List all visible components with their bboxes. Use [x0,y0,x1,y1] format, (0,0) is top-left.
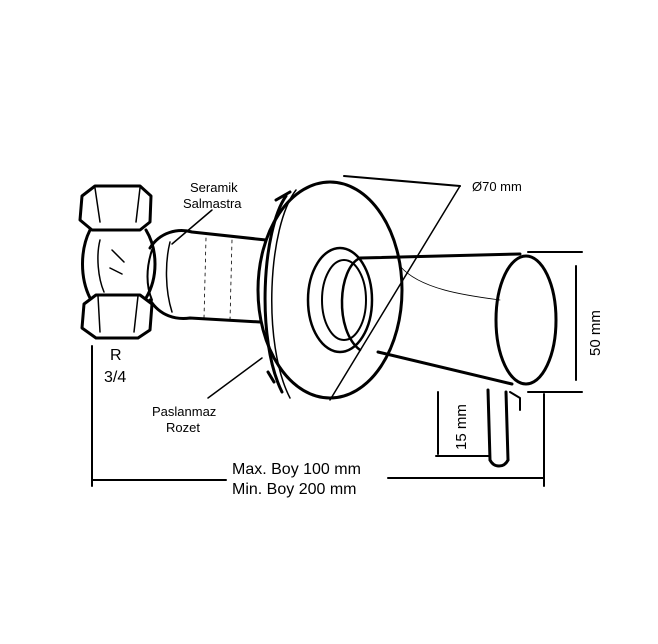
handle-body [340,252,558,386]
thread-label-line2: 3/4 [104,369,126,386]
max-length-label: Max. Boy 100 mm [232,461,361,478]
lever-label: 15 mm [453,404,470,450]
height-dimension [527,251,583,393]
min-length-label: Min. Boy 200 mm [232,481,356,498]
rosette-label-line2: Rozet [166,420,200,435]
ceramic-leader [171,209,213,245]
ceramic-stem [146,229,268,324]
rosette-plate [256,180,404,400]
rosette-label-line1: Paslanmaz [152,404,216,419]
thread-label-line1: R [110,347,122,364]
length-dimension [91,345,545,487]
height-label: 50 mm [587,310,604,356]
diameter-label: Ø70 mm [472,179,522,194]
diameter-dimension [329,175,461,401]
rosette-leader [207,357,263,399]
ceramic-label-line2: Salmastra [183,196,242,211]
ceramic-label-line1: Seramik [190,180,238,195]
handle-lever [486,388,521,468]
lever-dimension [435,391,491,457]
tee-fitting [78,184,157,340]
